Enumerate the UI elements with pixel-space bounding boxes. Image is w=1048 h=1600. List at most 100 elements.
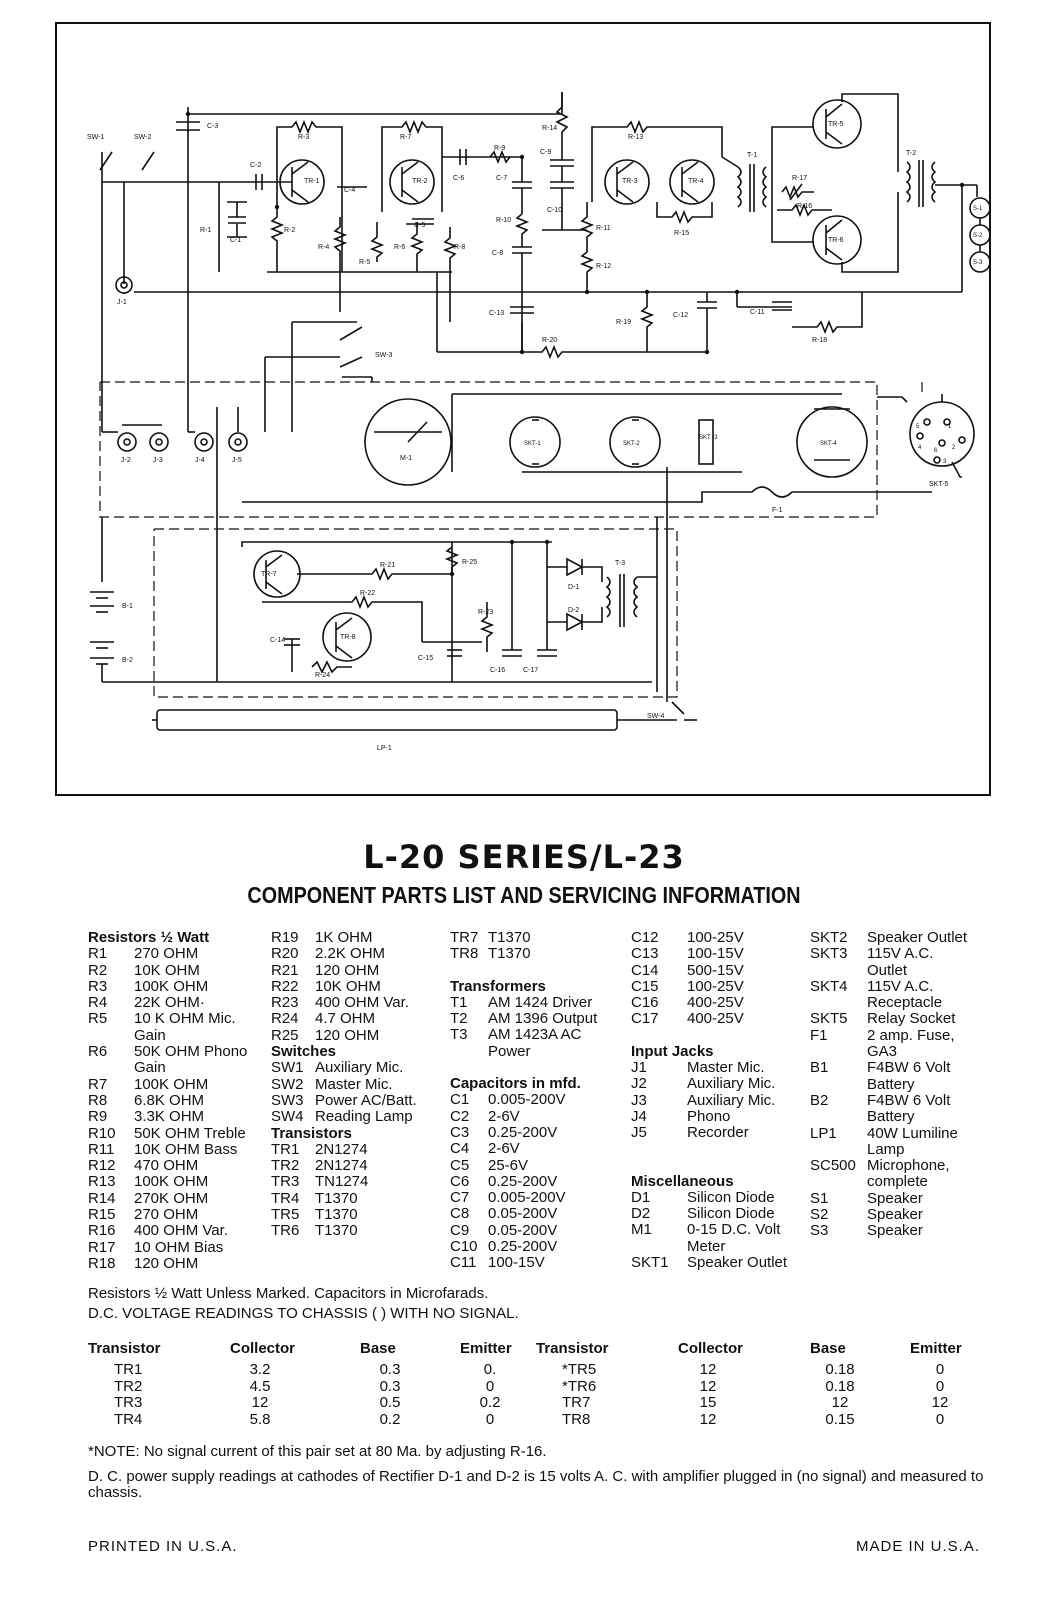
part-designator: R11 bbox=[88, 1140, 115, 1158]
parts-section-heading: Transistors bbox=[271, 1124, 352, 1142]
part-designator: R10 bbox=[88, 1124, 116, 1142]
pin4-label: 4 bbox=[918, 445, 922, 451]
spacer bbox=[631, 1028, 787, 1044]
part-value: 10K OHM Bass bbox=[134, 1140, 238, 1158]
part-value: AM 1396 Output bbox=[488, 1010, 598, 1028]
part-designator: SW4 bbox=[271, 1108, 304, 1126]
table-cell: 0.3 bbox=[379, 1361, 401, 1378]
part-value: Auxiliary Mic. bbox=[687, 1091, 776, 1109]
part-designator: SW1 bbox=[271, 1059, 304, 1077]
r3-label: R-3 bbox=[298, 134, 309, 141]
part-value: 500-15V bbox=[687, 961, 744, 979]
part-designator: TR5 bbox=[271, 1206, 300, 1224]
table-cell: TR1 bbox=[114, 1361, 143, 1378]
part-designator: R24 bbox=[271, 1010, 299, 1028]
d2-label: D-2 bbox=[568, 607, 579, 614]
part-value: T1370 bbox=[315, 1222, 358, 1240]
table-cell: TR4 bbox=[114, 1410, 143, 1428]
part-designator: R3 bbox=[88, 977, 108, 995]
pin6-label: 6 bbox=[934, 448, 938, 454]
r19-label: R-19 bbox=[616, 319, 631, 326]
pin2-label: 2 bbox=[952, 445, 956, 451]
table-cell: TR3 bbox=[114, 1394, 143, 1411]
r25-label: R-25 bbox=[462, 559, 477, 566]
table-cell: *TR6 bbox=[562, 1377, 597, 1395]
r20-label: R-20 bbox=[542, 337, 557, 344]
c11-label: C-11 bbox=[750, 309, 765, 316]
c3-label: C-3 bbox=[207, 123, 218, 130]
r5-label: R-5 bbox=[359, 259, 370, 266]
part-designator: C5 bbox=[450, 1156, 470, 1174]
r1-label: R-1 bbox=[200, 227, 211, 234]
part-value: 10 OHM Bias bbox=[134, 1238, 224, 1256]
part-value: Auxiliary Mic. bbox=[687, 1075, 776, 1093]
part-designator: S1 bbox=[810, 1189, 829, 1207]
table-cell: 0.3 bbox=[379, 1377, 401, 1395]
part-value: 0.25-200V bbox=[488, 1123, 558, 1141]
part-value: Speaker bbox=[867, 1222, 923, 1240]
part-designator: R16 bbox=[88, 1222, 116, 1240]
table-header: Transistor bbox=[536, 1340, 609, 1357]
part-value: 400-25V bbox=[687, 1010, 744, 1028]
part-designator: J4 bbox=[631, 1107, 647, 1125]
part-designator: T3 bbox=[450, 1026, 468, 1044]
part-designator: D1 bbox=[631, 1188, 651, 1206]
table-cell: 0 bbox=[935, 1377, 945, 1395]
table-cell: 0 bbox=[935, 1410, 945, 1428]
c14-label: C-14 bbox=[270, 637, 285, 644]
part-value: F4BW 6 Volt bbox=[867, 1091, 951, 1109]
m1-label: M-1 bbox=[400, 455, 412, 462]
r22-label: R-22 bbox=[360, 590, 375, 597]
part-value: 115V A.C. bbox=[867, 945, 934, 963]
table-header: Base bbox=[810, 1340, 846, 1357]
table-cell: 0.15 bbox=[825, 1410, 855, 1428]
part-designator: LP1 bbox=[810, 1124, 837, 1142]
tr6-label: TR-6 bbox=[828, 237, 844, 244]
table-header: Collector bbox=[230, 1340, 296, 1357]
printed-in-label: PRINTED IN U.S.A. bbox=[88, 1538, 238, 1555]
c4-label: C-4 bbox=[344, 187, 355, 194]
part-designator: R23 bbox=[271, 994, 299, 1012]
part-designator: TR7 bbox=[450, 929, 479, 946]
part-value: 0.25-200V bbox=[488, 1172, 558, 1190]
c9-label: C-9 bbox=[540, 149, 551, 156]
sw4-label: SW-4 bbox=[647, 713, 664, 720]
parts-continuation: Battery bbox=[867, 1108, 915, 1126]
c1-label: C-1 bbox=[230, 237, 241, 244]
f1-label: F-1 bbox=[772, 507, 783, 514]
part-value: 50K OHM Treble bbox=[134, 1124, 246, 1142]
part-designator: C15 bbox=[631, 977, 659, 995]
table-cell: 0 bbox=[935, 1361, 945, 1378]
part-designator: J1 bbox=[631, 1059, 647, 1077]
resistor-note: Resistors ½ Watt Unless Marked. Capacito… bbox=[88, 1285, 489, 1302]
